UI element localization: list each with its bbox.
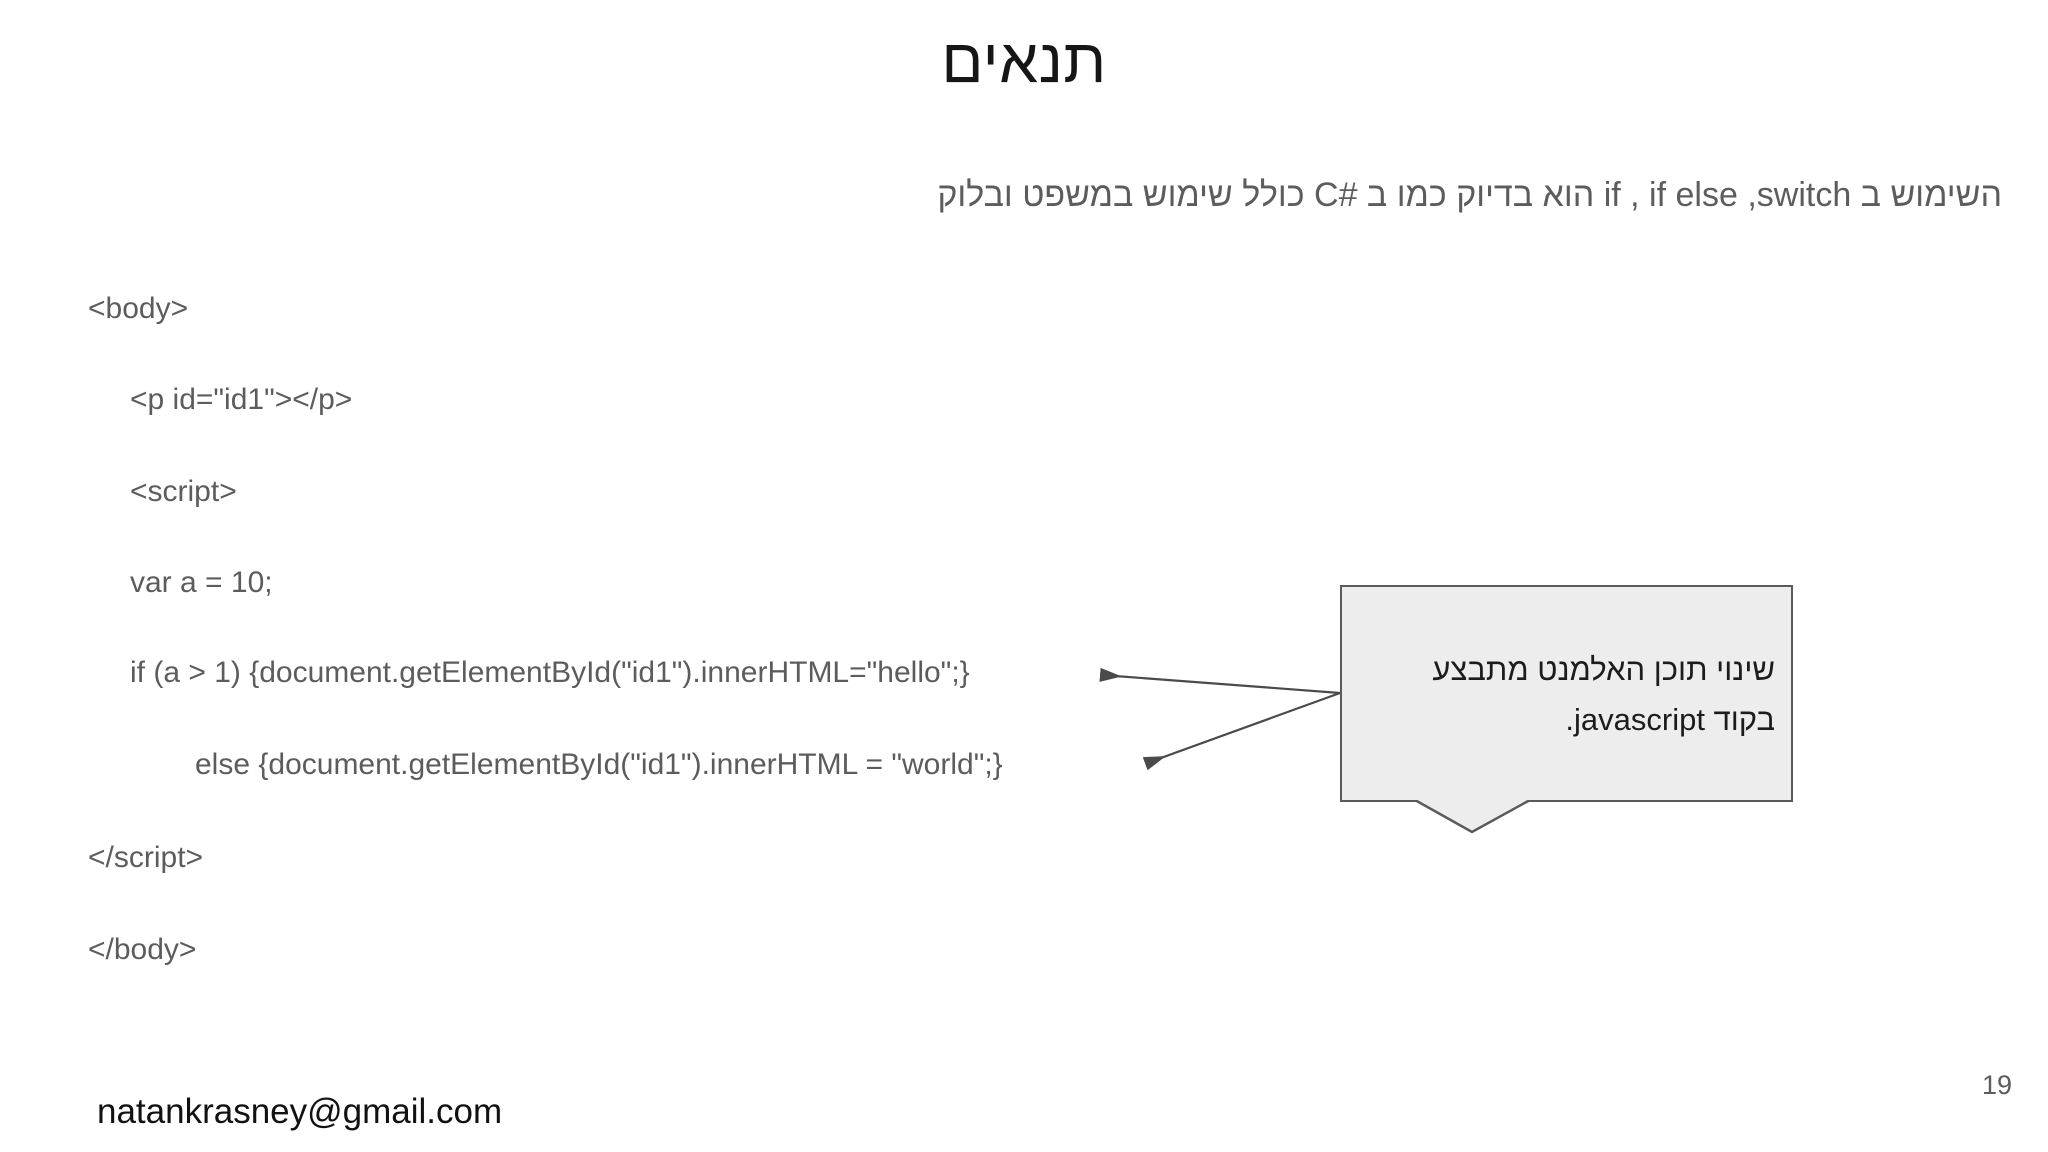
arrow-to-hello-line bbox=[1099, 667, 1341, 695]
callout-text-line1: שינוי תוכן האלמנט מתבצע bbox=[1432, 652, 1775, 687]
arrow-to-world-line bbox=[1142, 691, 1341, 770]
code-line-if-hello: if (a > 1) {document.getElementById("id1… bbox=[130, 656, 970, 689]
page-number: 19 bbox=[1981, 1070, 2012, 1100]
code-line-body-open: <body> bbox=[88, 292, 189, 325]
callout-text-line2: בקוד javascript. bbox=[1565, 702, 1775, 737]
code-line-script-close: </script> bbox=[88, 841, 204, 874]
callout-bubble: שינוי תוכן האלמנט מתבצע בקוד javascript. bbox=[1340, 585, 1793, 802]
callout-arrows bbox=[1099, 667, 1341, 770]
code-line-body-close: </body> bbox=[88, 933, 197, 966]
code-line-var: var a = 10; bbox=[130, 566, 273, 599]
code-line-else-world: else {document.getElementById("id1").inn… bbox=[195, 748, 1003, 781]
callout-bubble-pointer bbox=[1414, 800, 1531, 834]
slide-title: תנאים bbox=[941, 27, 1107, 96]
code-line-script-open: <script> bbox=[130, 475, 237, 508]
footer-email: natankrasney@gmail.com bbox=[97, 1092, 503, 1131]
slide-subtitle: השימוש ב if , if else ,switch הוא בדיוק … bbox=[937, 176, 2002, 214]
code-line-paragraph: <p id="id1"></p> bbox=[130, 383, 353, 416]
callout-text: שינוי תוכן האלמנט מתבצע בקוד javascript. bbox=[1358, 645, 1775, 745]
